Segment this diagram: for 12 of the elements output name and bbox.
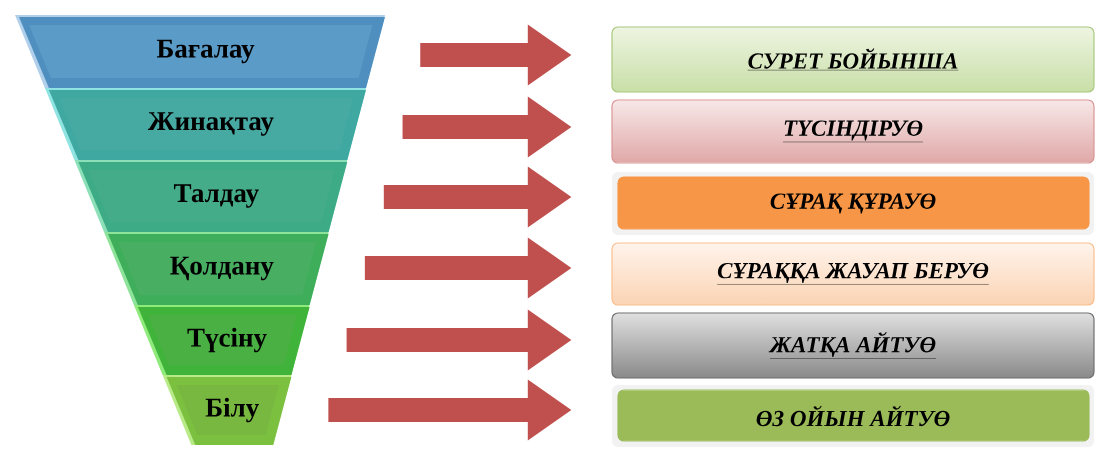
pyramid-level: Білу [162,375,292,445]
pyramid-level: Бағалау [15,15,385,88]
pyramid-level: Талдау [74,160,348,232]
text-box: ТҮСІНДІРУӨ [611,99,1095,164]
pyramid-level: Түсіну [133,305,310,375]
text-box: СУРЕТ БОЙЫНША [611,26,1095,93]
text-box: ЖАТҚА АЙТУӨ [611,312,1095,379]
text-box: СҰРАҚ ҚҰРАУӨ [612,172,1094,235]
text-box: СҰРАҚҚА ЖАУАП БЕРУӨ [611,242,1095,306]
pyramid-level: Жинақтау [44,88,366,160]
pyramid-level: Қолдану [104,232,329,305]
text-box: ӨЗ ОЙЫН АЙТУӨ [612,385,1094,447]
